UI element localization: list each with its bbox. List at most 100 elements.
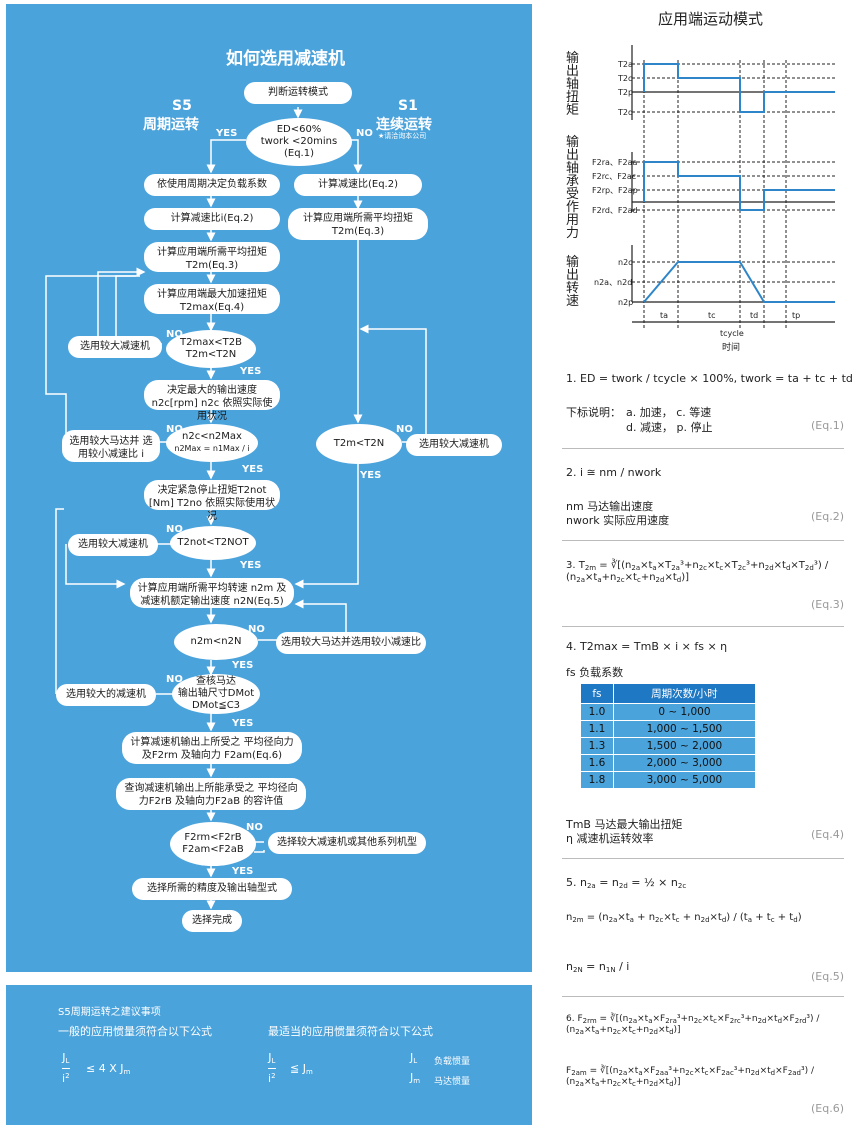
side-other-series: 选择较大减速机或其他系列机型 [268, 832, 426, 854]
side-motor-ratio-2: 选用较大马达并选用较小减速比 [276, 632, 426, 654]
side-motor-ratio: 选用较大马达并 选用较小减速比 i [62, 430, 160, 462]
yes-label-s1: YES [360, 470, 382, 481]
jl-label: 负载惯量 [434, 1057, 471, 1067]
motion-title: 应用端运动模式 [658, 10, 764, 28]
eq2-line2: nwork 实际应用速度 [566, 514, 670, 527]
eq4-tmb: TmB 马达最大输出扭矩 [566, 818, 683, 831]
s1-name: 连续运转 [376, 117, 432, 133]
step-allowable-force: 查询减速机输出上所能承受之 平均径向力F2rB 及轴向力F2aB 的容许值 [116, 778, 306, 810]
decision-motor-line3: DMot≦C3 [191, 700, 241, 711]
note-general: 一般的应用惯量须符合以下公式 [58, 1025, 212, 1038]
table-header: fs [580, 683, 614, 704]
svg-text:T2p: T2p [617, 88, 633, 97]
divider [562, 540, 844, 541]
side-larger-reducer-1: 选用较大减速机 [68, 336, 162, 358]
svg-text:T2a: T2a [617, 60, 633, 69]
y-label-torque: 输出轴扭矩 [566, 51, 580, 118]
side-s1-larger-reducer: 选用较大减速机 [406, 434, 502, 456]
no-label-t2max: NO [166, 329, 183, 340]
decision-speed: n2c<n2Max n2Max = n1Max / i [166, 424, 258, 462]
formula-best-rhs: ≦ Jm [290, 1062, 313, 1076]
yes-label-stop: YES [240, 560, 262, 571]
eq3-tag: (Eq.3) [810, 598, 844, 611]
svg-text:F2rc、F2ac: F2rc、F2ac [592, 172, 636, 181]
eq4-tag: (Eq.4) [810, 828, 844, 841]
eq1-note-title: 下标说明： [566, 406, 621, 419]
jm-label: 马达惯量 [434, 1077, 471, 1087]
note-title: S5周期运转之建议事项 [58, 1007, 161, 1018]
yes-label-force: YES [232, 866, 254, 877]
no-label-s1: NO [396, 424, 413, 435]
eq2-tag: (Eq.2) [810, 510, 844, 523]
decision-speed-line2: n2Max = n1Max / i [174, 444, 250, 453]
svg-text:tcycle: tcycle [720, 329, 744, 338]
decision-stop: T2not<T2NOT [170, 526, 256, 560]
table-cell: 3,000 ~ 5,000 [612, 771, 757, 789]
divider [562, 996, 844, 997]
flowchart-panel: 如何选用减速机 S5 周期运转 S1 连续运转 ★请洽询本公司 判断运转模式 E… [6, 4, 532, 972]
eq3-formula: 3. T2m = ∛[(n2a×ta×T2a³+n2c×tc×T2c³+n2d×… [566, 560, 829, 584]
step-select-precision: 选择所需的精度及输出轴型式 [132, 878, 292, 900]
eq6-formula-2: F2am = ∛[(n2a×ta×F2aa³+n2c×tc×F2ac³+n2d×… [566, 1066, 815, 1088]
no-label-stop: NO [166, 524, 183, 535]
s5-step-max-torque: 计算应用端最大加速扭矩 T2max(Eq.4) [144, 284, 280, 314]
s5-name: 周期运转 [143, 117, 199, 133]
eq1-note2: d. 减速， p. 停止 [626, 421, 713, 434]
no-label-avg: NO [248, 624, 265, 635]
yes-label-speed: YES [242, 464, 264, 475]
s1-step-avg-torque: 计算应用端所需平均扭矩 T2m(Eq.3) [288, 208, 428, 240]
decision-ed-line3: (Eq.1) [283, 148, 314, 159]
y-label-speed: 输出转速 [566, 255, 580, 309]
decision-force-line2: F2am<F2aB [182, 844, 244, 855]
svg-text:ta: ta [660, 311, 668, 320]
divider [562, 626, 844, 627]
divider [562, 858, 844, 859]
decision-t2max: T2max<T2B T2m<T2N [166, 330, 256, 368]
decision-force: F2rm<F2rB F2am<F2aB [170, 822, 256, 866]
svg-text:F2rd、F2ad: F2rd、F2ad [592, 206, 638, 215]
eq5-formula-1: 5. n2a = n2d = ½ × n2c [566, 876, 687, 890]
jl-symbol: JL [410, 1051, 418, 1065]
eq5-tag: (Eq.5) [810, 970, 844, 983]
s5-code: S5 [172, 98, 192, 114]
step-max-speed: 决定最大的输出速度 n2c[rpm] n2c 依照实际使用状况 [144, 380, 280, 422]
table-cell: 1.0 [580, 703, 614, 721]
eq2-formula: 2. i ≅ nm / nwork [566, 466, 662, 479]
decision-motor-line1: 查核马达 [196, 676, 236, 687]
table-header-row: fs 周期次数/小时 [580, 683, 757, 704]
svg-text:T2c: T2c [617, 74, 632, 83]
eq5-formula-2: n2m = (n2a×ta + n2c×tc + n2d×td) / (ta +… [566, 912, 802, 924]
table-cell: 1.6 [580, 754, 614, 772]
note-best: 最适当的应用惯量须符合以下公式 [268, 1025, 433, 1038]
decision-speed-line1: n2c<n2Max [182, 431, 242, 442]
eq5-formula-3: n2N = n1N / i [566, 960, 630, 974]
eq4-formula: 4. T2max = TmB × i × fs × η [566, 640, 728, 653]
formula-general-rhs: ≤ 4 X Jm [86, 1062, 131, 1076]
start-node: 判断运转模式 [244, 82, 352, 104]
no-label-motor: NO [166, 674, 183, 685]
table-cell: 2,000 ~ 3,000 [612, 754, 757, 772]
svg-text:tc: tc [708, 311, 716, 320]
no-label: NO [356, 128, 373, 139]
no-label-force: NO [246, 822, 263, 833]
decision-ed-line2: twork <20mins [260, 136, 338, 147]
divider [562, 448, 844, 449]
decision-force-line1: F2rm<F2rB [184, 832, 242, 843]
s1-note: ★请洽询本公司 [378, 132, 427, 140]
table-cell: 1.3 [580, 737, 614, 755]
table-cell: 0 ~ 1,000 [612, 703, 757, 721]
side-larger-reducer-2: 选用较大减速机 [68, 534, 158, 556]
decision-t2max-line2: T2m<T2N [185, 349, 237, 360]
decision-avg-speed: n2m<n2N [174, 624, 258, 660]
yes-label: YES [216, 128, 238, 139]
table-cell: 1.8 [580, 771, 614, 789]
eq1-note1: a. 加速， c. 等速 [626, 406, 712, 419]
formula-general-text: ≤ 4 X J [86, 1062, 124, 1075]
eq6-tag: (Eq.6) [810, 1102, 844, 1115]
